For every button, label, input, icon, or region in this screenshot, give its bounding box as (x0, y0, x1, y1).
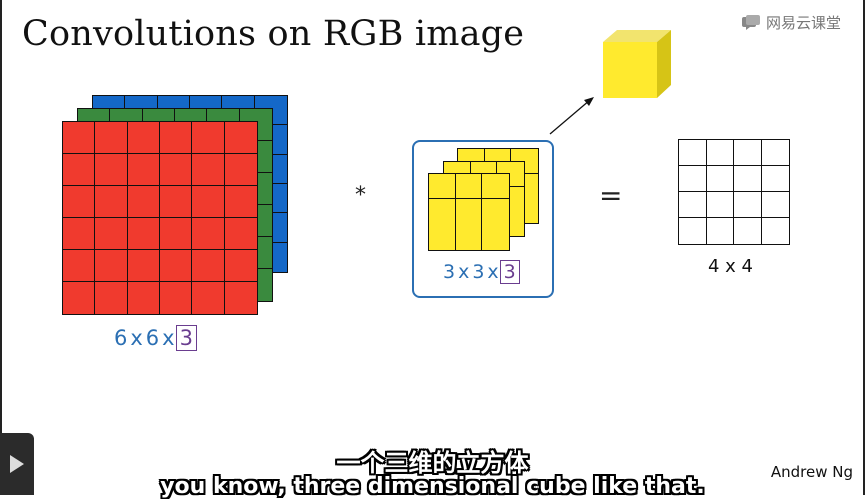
input-red-channel (62, 121, 258, 315)
grid-cell (482, 225, 509, 250)
grid-cell (762, 218, 790, 244)
grid-cell (679, 192, 707, 218)
grid-cell (224, 122, 257, 154)
grid-cell (679, 140, 707, 166)
equals-operator: = (599, 179, 623, 212)
arrow-to-cube (549, 97, 594, 135)
grid-cell (497, 162, 524, 187)
grid-cell (761, 140, 789, 166)
subtitle-english: you know, three dimensional cube like th… (160, 474, 705, 499)
grid-cell (159, 186, 193, 218)
play-button[interactable] (0, 433, 34, 495)
grid-cell (63, 122, 96, 154)
grid-cell (482, 174, 509, 200)
grid-cell (429, 199, 456, 225)
grid-cell (159, 122, 193, 154)
yellow-cube-icon (603, 30, 671, 98)
grid-cell (127, 218, 160, 250)
grid-cell (95, 218, 128, 250)
input-dimension-label: 6x6x3 (114, 325, 197, 351)
grid-cell (192, 186, 225, 218)
grid-cell (706, 166, 734, 192)
grid-cell (679, 218, 707, 244)
filter-highlight-box (412, 140, 554, 298)
filter-layer-front (428, 173, 510, 251)
grid-cell (127, 250, 160, 282)
grid-cell (95, 282, 128, 314)
grid-cell (127, 122, 160, 154)
grid-cell (734, 218, 762, 244)
grid-cell (224, 218, 257, 250)
grid-cell (192, 122, 225, 154)
grid-cell (482, 199, 509, 224)
grid-cell (63, 282, 96, 314)
output-grid (678, 139, 790, 245)
grid-cell (224, 250, 257, 282)
grid-cell (192, 282, 225, 314)
input-channels-box: 3 (175, 325, 197, 351)
grid-cell (63, 186, 96, 218)
output-dimension-label: 4 x 4 (708, 256, 753, 277)
grid-cell (429, 174, 456, 200)
grid-cell (127, 154, 160, 186)
grid-cell (160, 282, 193, 314)
slide-title: Convolutions on RGB image (22, 14, 525, 54)
grid-cell (679, 166, 707, 192)
grid-cell (734, 192, 762, 218)
grid-cell (761, 166, 789, 192)
grid-cell (707, 218, 734, 244)
subtitle-chinese: 一个三维的立方体 (336, 449, 529, 477)
netease-logo: 网易云课堂 (741, 12, 841, 33)
grid-cell (192, 250, 225, 282)
grid-cell (429, 224, 456, 250)
convolution-operator: * (355, 183, 366, 208)
grid-cell (159, 218, 193, 250)
grid-cell (456, 224, 483, 250)
play-icon (10, 455, 24, 473)
grid-cell (192, 154, 225, 186)
netease-logo-icon (741, 15, 760, 30)
grid-cell (159, 154, 193, 186)
grid-cell (95, 154, 128, 186)
grid-cell (224, 186, 257, 218)
grid-cell (456, 199, 483, 225)
grid-cell (63, 250, 96, 282)
grid-cell (734, 166, 762, 192)
grid-cell (95, 250, 128, 282)
grid-cell (159, 250, 193, 282)
grid-cell (63, 154, 96, 186)
author-name: Andrew Ng (770, 463, 853, 481)
grid-cell (95, 186, 128, 218)
grid-cell (455, 174, 483, 200)
grid-cell (734, 140, 762, 166)
grid-cell (706, 192, 734, 218)
logo-text: 网易云课堂 (765, 14, 841, 32)
grid-cell (224, 154, 257, 186)
grid-cell (706, 140, 734, 166)
grid-cell (225, 282, 257, 314)
grid-cell (192, 218, 225, 250)
grid-cell (63, 218, 96, 250)
grid-cell (128, 282, 160, 314)
grid-cell (127, 186, 160, 218)
grid-cell (761, 192, 789, 218)
grid-cell (95, 122, 128, 154)
filter-channels-box: 3 (499, 260, 520, 284)
